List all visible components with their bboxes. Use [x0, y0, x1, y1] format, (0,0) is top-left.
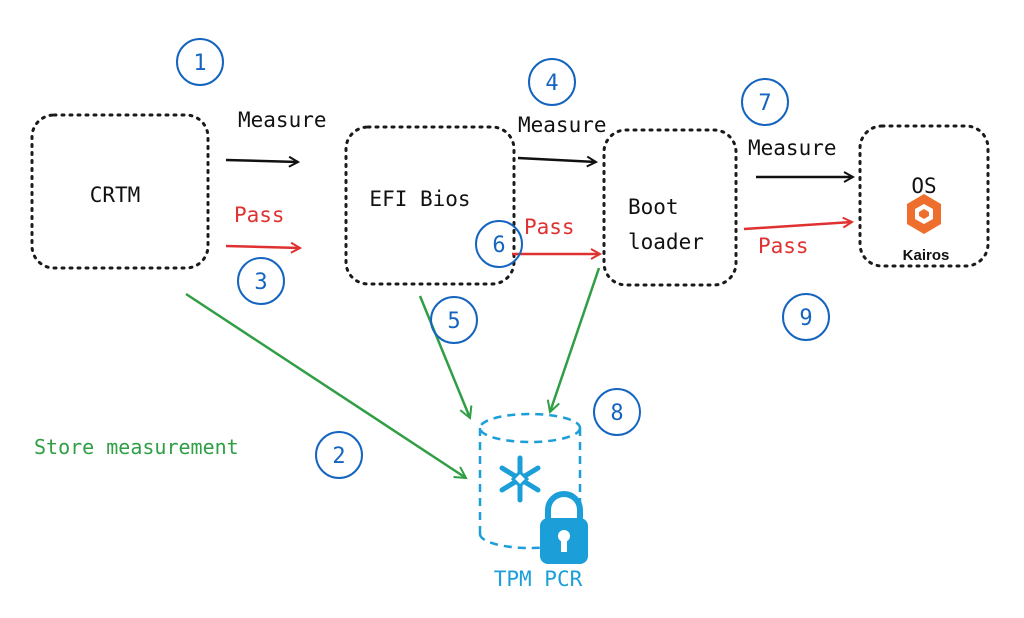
pass-label-1: Pass [234, 203, 285, 227]
pass-arrow-1 [225, 246, 300, 248]
step-circle-6 [475, 220, 523, 268]
tpm-pcr-store: TPM PCR [478, 412, 588, 591]
step-circle-1 [176, 38, 224, 86]
measure-label-1: Measure [238, 108, 327, 132]
snowflake-icon [499, 455, 541, 503]
store-measurement-label: Store measurement [34, 435, 239, 459]
kairos-label: Kairos [903, 247, 950, 264]
step-number-4: 4 [545, 71, 558, 96]
step-number-2: 2 [332, 444, 345, 469]
step-circle-9 [782, 293, 830, 341]
step-circle-8 [593, 388, 641, 436]
measure-label-2: Measure [518, 113, 607, 137]
step-circle-7 [741, 78, 789, 126]
step-circle-3 [237, 257, 285, 305]
efi-bios-box: EFI Bios [344, 125, 516, 286]
step-number-7: 7 [758, 91, 771, 116]
efi-bios-label: EFI Bios [369, 187, 470, 211]
store-arrow-crtm [185, 292, 466, 478]
tpm-pcr-label: TPM PCR [494, 567, 583, 591]
lock-icon [540, 491, 588, 564]
crtm-box: CRTM [30, 113, 210, 270]
step-circle-4 [528, 58, 576, 106]
measure-label-3: Measure [748, 136, 837, 160]
step-number-8: 8 [610, 401, 623, 426]
step-number-9: 9 [799, 306, 812, 331]
crtm-label: CRTM [90, 183, 141, 207]
boot-label-line2: loader [628, 230, 704, 254]
boot-loader-box: Boot loader [602, 128, 738, 287]
boot-label-line1: Boot [628, 195, 679, 219]
store-arrow-efi [418, 295, 470, 418]
pass-arrow-3 [743, 222, 852, 231]
step-number-1: 1 [193, 51, 206, 76]
step-number-6: 6 [492, 233, 505, 258]
pass-label-3: Pass [758, 234, 809, 258]
step-number-3: 3 [254, 270, 267, 295]
step-number-5: 5 [447, 309, 460, 334]
pass-label-2: Pass [524, 215, 575, 239]
step-circle-5 [430, 296, 478, 344]
step-circle-2 [315, 431, 363, 479]
os-box: OS Kairos [858, 124, 990, 268]
kairos-logo-icon [907, 194, 941, 234]
measure-arrow-2 [517, 158, 596, 162]
measure-arrow-1 [225, 160, 298, 162]
step-circles [176, 38, 830, 479]
store-arrow-boot [550, 267, 601, 412]
